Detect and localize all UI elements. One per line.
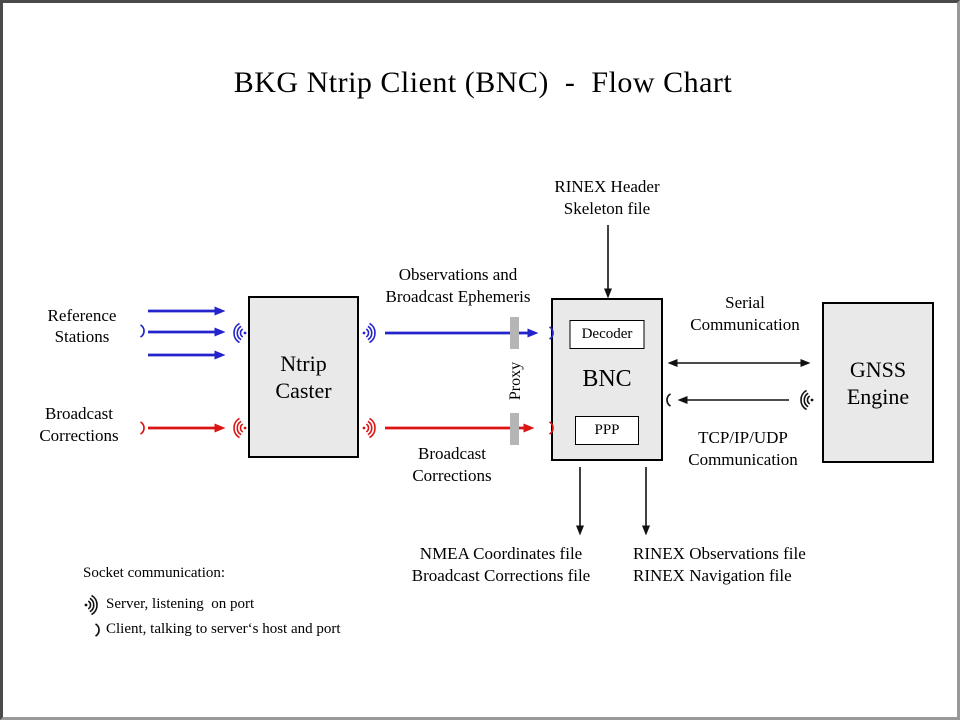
connector-layer (83, 225, 815, 637)
server-listening-icon (361, 417, 376, 439)
reference-stations-label-line1: Reference (47, 306, 117, 325)
client-talking-icon (548, 326, 554, 340)
server-listening-icon (800, 389, 815, 411)
bnc-label: BNC (582, 366, 632, 392)
node-ntrip-caster: Ntrip Caster (248, 296, 359, 458)
bnc-ppp-box: PPP (575, 416, 639, 445)
serial-communication-label-line2: Communication (690, 315, 800, 334)
ntrip-caster-label-line2: Caster (275, 378, 332, 403)
broadcast-corrections-stream-label-line1: Broadcast (418, 444, 486, 463)
decoder-label: Decoder (581, 326, 633, 342)
broadcast-corrections-input-label-line1: Broadcast (45, 404, 113, 423)
client-talking-icon (548, 421, 554, 435)
ppp-label: PPP (594, 422, 620, 438)
server-listening-icon (233, 322, 248, 344)
node-bnc: Decoder BNC PPP (551, 298, 663, 461)
bnc-decoder-box: Decoder (569, 320, 645, 349)
rinex-header-label-line1: RINEX Header (554, 177, 660, 196)
rinex-output-label-line2: RINEX Navigation file (633, 566, 792, 585)
node-gnss-engine: GNSS Engine (822, 302, 934, 463)
legend-client-label: Client, talking to server‘s host and por… (106, 621, 341, 637)
server-listening-icon (233, 417, 248, 439)
serial-communication-label-line1: Serial (725, 293, 765, 312)
broadcast-corrections-stream-label-line2: Corrections (412, 466, 492, 485)
rinex-header-label-line2: Skeleton file (563, 199, 651, 218)
legend-client-talking-icon (94, 623, 100, 637)
nmea-output-label-line2: Broadcast Corrections file (411, 566, 591, 585)
legend-server-label: Server, listening on port (106, 596, 255, 612)
proxy-bar-bottom (510, 413, 519, 445)
ntrip-caster-label-line1: Ntrip (280, 351, 327, 376)
tcpip-communication-label-line2: Communication (688, 450, 798, 469)
rinex-output-label-line1: RINEX Observations file (633, 544, 806, 563)
client-talking-icon (139, 421, 145, 435)
client-talking-icon (139, 324, 145, 338)
broadcast-corrections-input-label-line2: Corrections (39, 426, 119, 445)
observations-label-line1: Observations and (398, 265, 518, 284)
gnss-engine-label-line1: GNSS (849, 356, 907, 382)
tcpip-communication-label-line1: TCP/IP/UDP (698, 428, 788, 447)
page-title: BKG Ntrip Client (BNC) - Flow Chart (233, 66, 733, 99)
observations-label-line2: Broadcast Ephemeris (385, 287, 531, 306)
gnss-engine-label-line2: Engine (846, 383, 910, 409)
legend-server-listening-icon (83, 594, 98, 616)
reference-stations-label-line2: Stations (54, 327, 110, 346)
server-listening-icon (361, 322, 376, 344)
nmea-output-label-line1: NMEA Coordinates file (419, 544, 583, 563)
client-talking-icon (666, 393, 672, 407)
proxy-bar-top (510, 317, 519, 349)
proxy-label: Proxy (507, 361, 524, 401)
legend-heading: Socket communication: (83, 565, 226, 581)
